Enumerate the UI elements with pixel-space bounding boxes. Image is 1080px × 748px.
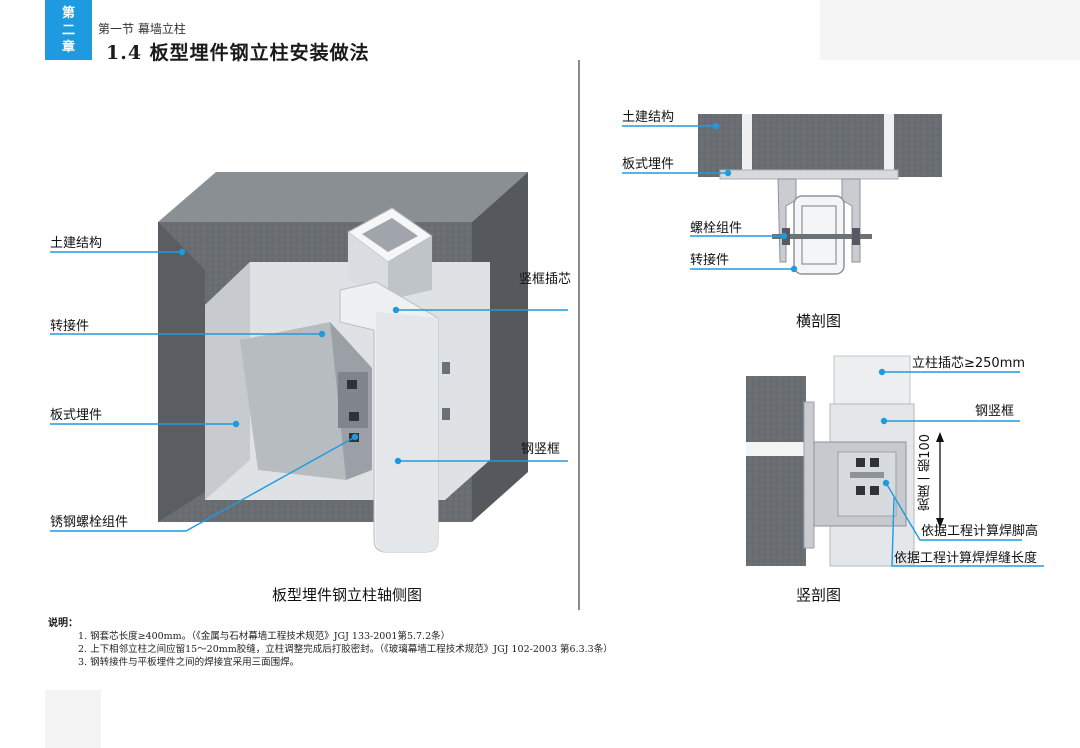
axo-label-core-insert: 竖框插芯 <box>519 272 572 287</box>
vertical-section-drawing <box>746 355 1044 567</box>
notes-title: 说明： <box>48 618 78 629</box>
core-insert-right <box>388 236 432 300</box>
vs-concrete-bottom <box>746 456 806 566</box>
cs-label-structure: 土建结构 <box>622 110 675 125</box>
vs-bolt-3 <box>856 486 865 495</box>
chapter-char-3: 章 <box>61 39 75 55</box>
cs-concrete-right <box>894 114 942 177</box>
stud-2 <box>442 408 450 420</box>
cs-caption: 横剖图 <box>796 312 842 330</box>
cs-concrete-left <box>698 114 742 177</box>
chapter-char-1: 第 <box>61 5 75 21</box>
axo-label-adapter: 转接件 <box>50 319 90 334</box>
cs-label-adapter: 转接件 <box>690 253 730 268</box>
bolt-1 <box>347 380 357 389</box>
vs-label-core: 立柱插芯≥250mm <box>912 356 1026 371</box>
embed-plate-edge <box>205 262 250 500</box>
cs-label-plate-embed: 板式埋件 <box>622 157 675 172</box>
bolt-2 <box>349 412 359 421</box>
cs-bolt-rod <box>772 234 872 239</box>
axo-label-bolt-assembly: 锈钢螺栓组件 <box>50 515 129 530</box>
concrete-left-bevel <box>158 222 205 522</box>
vs-slot <box>850 472 884 478</box>
axo-label-steel-mullion: 钢竖框 <box>521 442 561 457</box>
note-2: 2. 上下相邻立柱之间应留15～20mm胶缝，立柱调整完成后打胶密封。（《玻璃幕… <box>78 644 613 655</box>
axo-label-plate-embed: 板式埋件 <box>50 408 103 423</box>
axonometric-drawing <box>50 172 568 553</box>
vs-label-width: 宽度一般100 <box>918 434 933 511</box>
axo-leaders <box>50 248 568 532</box>
vs-dim-arrow-bottom <box>936 518 944 528</box>
chapter-badge: 第 二 章 <box>45 0 92 60</box>
page-title: 1.4 板型埋件钢立柱安装做法 <box>106 42 370 64</box>
note-1: 1. 钢套芯长度≥400mm。（《金属与石材幕墙工程技术规范》JGJ 133-2… <box>78 631 451 642</box>
section-label: 第一节 幕墙立柱 <box>98 22 186 36</box>
vs-rebar-gap <box>746 442 806 456</box>
vertical-divider <box>578 60 580 610</box>
vs-label-weld-height: 依据工程计算焊脚高 <box>921 524 1039 539</box>
vs-bolt-4 <box>870 486 879 495</box>
cs-rebar-gap-1 <box>742 114 752 177</box>
axo-caption: 板型埋件钢立柱轴侧图 <box>272 586 423 604</box>
vs-bolt-2 <box>870 458 879 467</box>
footer-fade <box>45 690 101 748</box>
steel-mullion-front-face <box>376 312 438 552</box>
cs-leaders <box>622 122 798 273</box>
cs-embed-plate <box>719 169 899 180</box>
cs-concrete-mid <box>752 114 884 177</box>
vs-label-weld-length: 依据工程计算焊焊缝长度 <box>894 551 1038 566</box>
concrete-top-face <box>158 172 528 222</box>
chapter-char-2: 二 <box>61 22 75 38</box>
cs-nut-right <box>852 228 860 245</box>
cs-label-bolt-assembly: 螺栓组件 <box>690 221 743 236</box>
vs-caption: 竖剖图 <box>796 586 842 604</box>
vs-dim-arrow-top <box>936 432 944 442</box>
core-insert-hole <box>362 218 418 252</box>
vs-concrete-top <box>746 376 806 442</box>
adapter-bracket-left <box>240 322 346 480</box>
cross-section-drawing <box>622 114 942 275</box>
vs-bolt-1 <box>856 458 865 467</box>
stud-1 <box>442 362 450 374</box>
header-fade <box>820 0 1080 60</box>
note-3: 3. 钢转接件与平板埋件之间的焊接宜采用三面围焊。 <box>78 657 300 668</box>
vs-leaders <box>878 368 1044 567</box>
vs-label-mullion: 钢竖框 <box>975 404 1015 419</box>
vs-embed-plate <box>803 401 815 549</box>
axo-label-structure: 土建结构 <box>50 236 103 251</box>
cs-rebar-gap-2 <box>884 114 894 177</box>
